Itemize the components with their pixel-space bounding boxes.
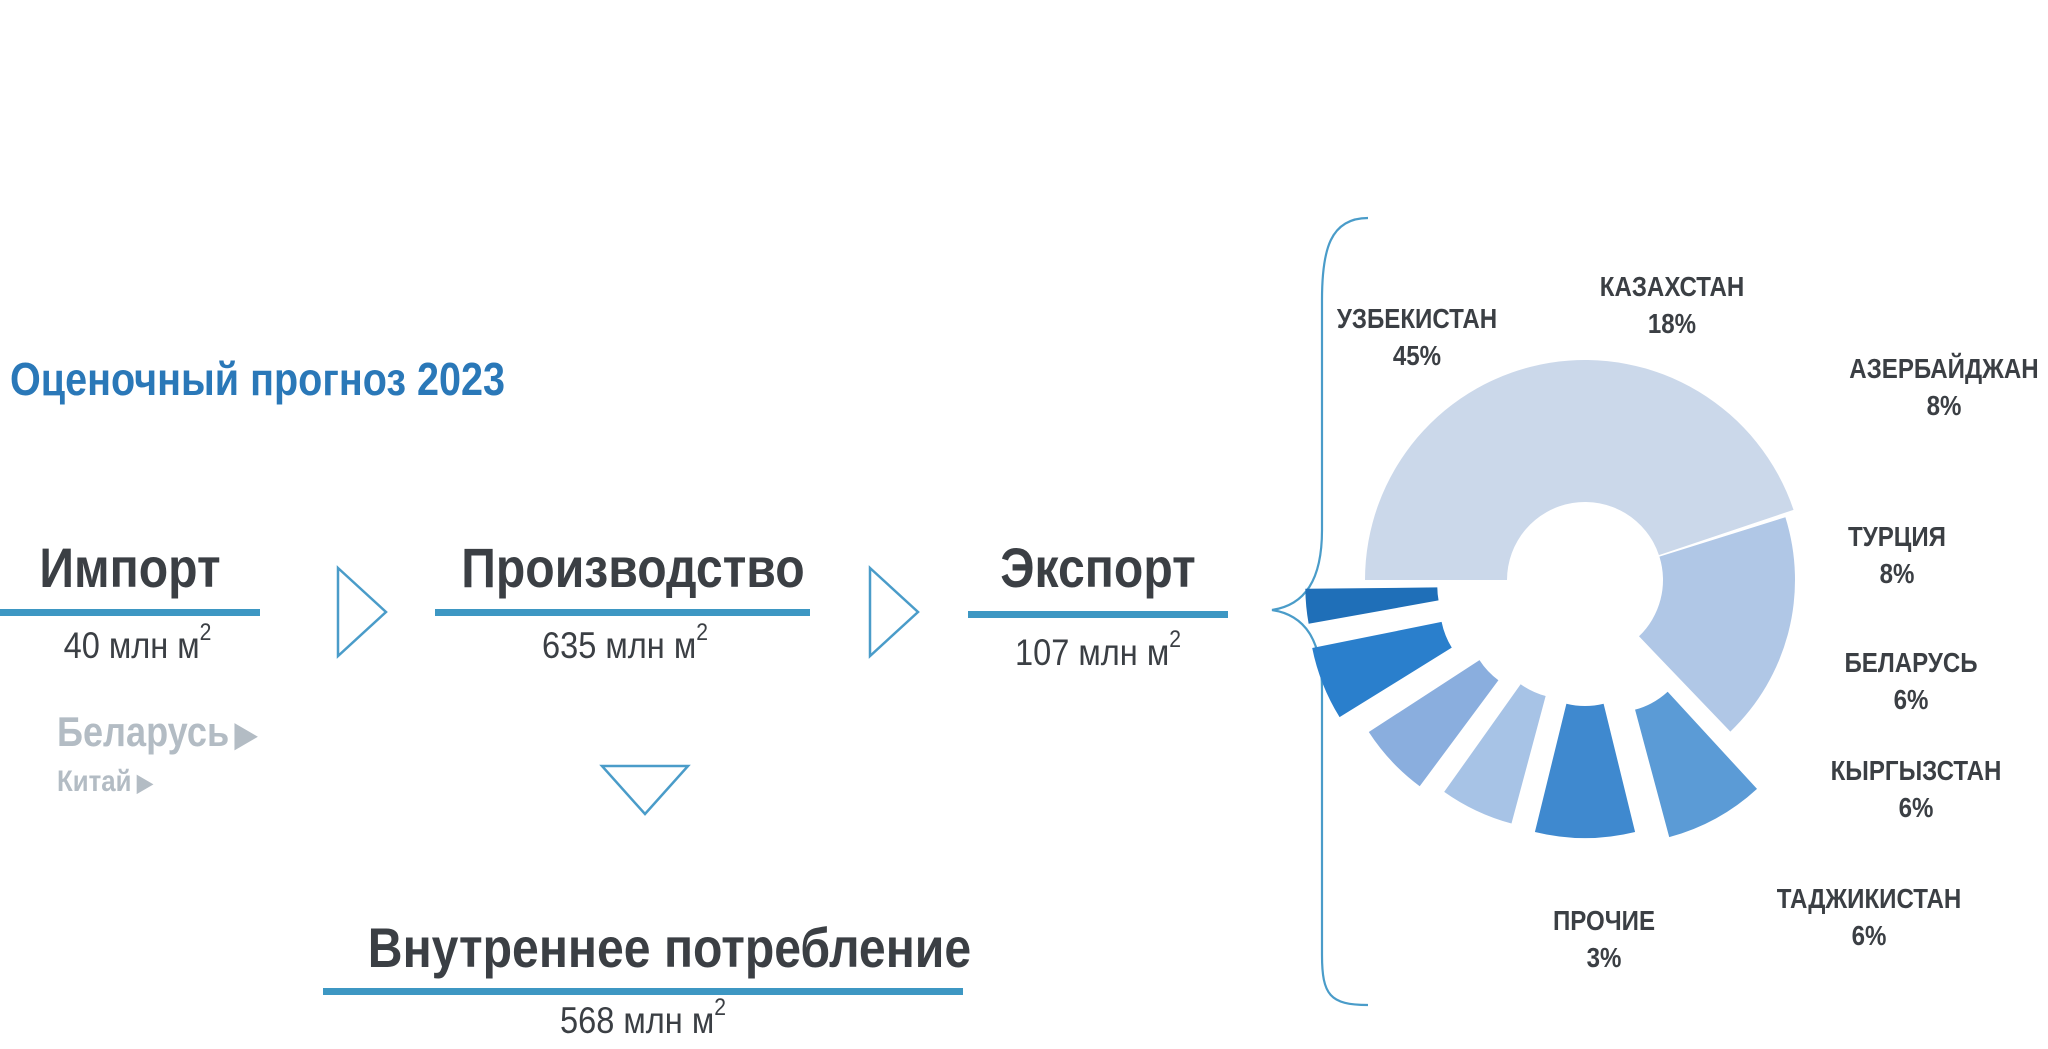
production-value-number: 635 <box>542 625 597 666</box>
import-value-number: 40 <box>63 625 100 666</box>
donut-slice-азербайджан <box>1635 691 1758 838</box>
donut-label-name: АЗЕРБАЙДЖАН <box>1849 353 2039 384</box>
donut-label-беларусь: БЕЛАРУСЬ 6% <box>1844 644 1977 718</box>
export-value-sup: 2 <box>1169 626 1181 653</box>
donut-slice-турция <box>1534 703 1636 838</box>
donut-slice-узбекистан <box>1365 360 1794 580</box>
donut-label-percent: 6% <box>1898 792 1934 823</box>
forecast-title: Оценочный прогноз 2023 <box>10 353 506 405</box>
donut-label-узбекистан: УЗБЕКИСТАН 45% <box>1337 300 1497 374</box>
import-source-belarus: Беларусь▶ <box>57 708 258 755</box>
domestic-value: 568 млн м2 <box>361 994 924 1042</box>
donut-label-percent: 18% <box>1647 308 1697 339</box>
donut-label-турция: ТУРЦИЯ 8% <box>1848 518 1946 592</box>
donut-label-прочие: ПРОЧИЕ 3% <box>1553 902 1655 976</box>
production-value-unit: млн м <box>605 625 697 666</box>
donut-label-percent: 8% <box>1926 390 1962 421</box>
export-value-number: 107 <box>1015 632 1070 673</box>
play-arrow-icon: ▶ <box>234 714 258 754</box>
donut-slice-кыргызстан <box>1368 660 1499 787</box>
export-value-unit: млн м <box>1078 632 1170 673</box>
domestic-value-sup: 2 <box>714 994 726 1021</box>
import-value-unit: млн м <box>108 625 200 666</box>
donut-label-казахстан: КАЗАХСТАН 18% <box>1600 268 1744 342</box>
donut-label-name: ТАДЖИКИСТАН <box>1776 883 1962 914</box>
import-underline <box>0 609 260 616</box>
donut-label-кыргызстан: КЫРГЫЗСТАН 6% <box>1831 752 2002 826</box>
donut-label-азербайджан: АЗЕРБАЙДЖАН 8% <box>1849 350 2038 424</box>
donut-label-таджикистан: ТАДЖИКИСТАН 6% <box>1777 880 1961 954</box>
import-title: Импорт <box>39 536 221 599</box>
domestic-value-number: 568 <box>560 1000 615 1041</box>
domestic-value-unit: млн м <box>623 1000 715 1041</box>
production-underline <box>435 609 810 616</box>
play-arrow-icon: ▶ <box>136 769 154 797</box>
export-title: Экспорт <box>1000 536 1196 599</box>
export-underline <box>968 611 1228 618</box>
import-value-sup: 2 <box>199 619 212 646</box>
donut-label-percent: 6% <box>1893 684 1929 715</box>
domestic-title: Внутреннее потребление <box>367 916 972 979</box>
import-source-china: Китай▶ <box>57 765 154 798</box>
export-value: 107 млн м2 <box>984 626 1213 674</box>
production-title: Производство <box>461 536 805 599</box>
donut-label-name: КЫРГЫЗСТАН <box>1830 755 2002 786</box>
donut-label-percent: 45% <box>1392 340 1442 371</box>
production-value: 635 млн м2 <box>458 619 792 667</box>
donut-label-percent: 8% <box>1879 558 1915 589</box>
donut-slice-казахстан <box>1638 517 1796 732</box>
donut-slice-прочие <box>1305 587 1439 624</box>
donut-label-name: ПРОЧИЕ <box>1552 905 1656 936</box>
import-value: 40 млн м2 <box>17 619 259 667</box>
donut-label-name: УЗБЕКИСТАН <box>1336 303 1498 334</box>
donut-label-name: БЕЛАРУСЬ <box>1844 647 1978 678</box>
domestic-underline <box>323 988 963 995</box>
donut-label-name: КАЗАХСТАН <box>1599 271 1745 302</box>
donut-label-percent: 6% <box>1851 920 1887 951</box>
donut-label-name: ТУРЦИЯ <box>1848 521 1946 552</box>
curly-brace <box>1271 216 1369 1007</box>
donut-label-percent: 3% <box>1586 942 1622 973</box>
flow-arrow-right-icon <box>336 565 388 659</box>
donut-slice-таджикистан <box>1312 621 1452 718</box>
flow-arrow-down-icon <box>599 764 691 816</box>
flow-arrow-right-icon <box>868 565 920 659</box>
donut-slice-беларусь <box>1444 684 1546 824</box>
production-value-sup: 2 <box>696 619 708 646</box>
